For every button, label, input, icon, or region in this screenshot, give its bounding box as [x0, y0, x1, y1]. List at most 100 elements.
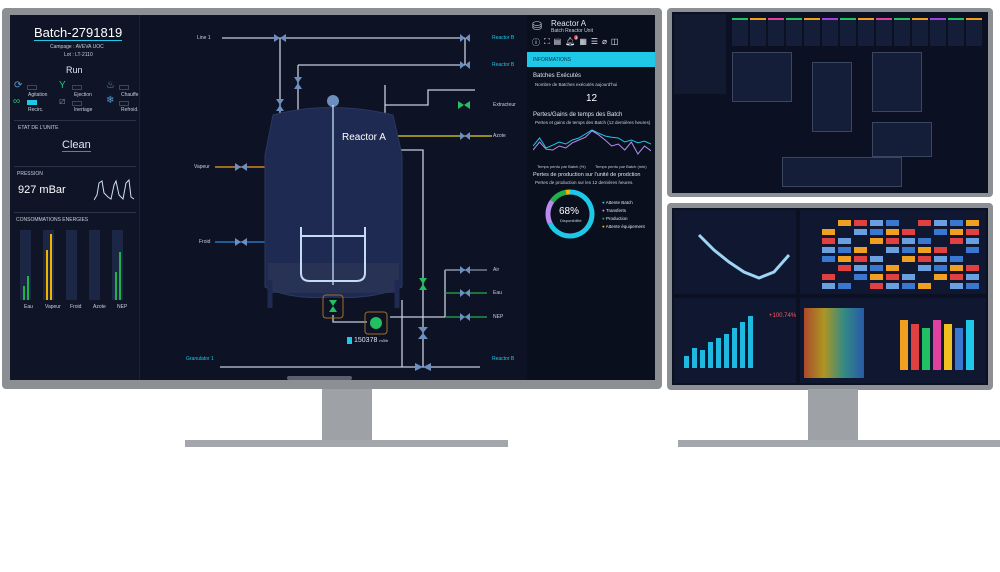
- unit-tile[interactable]: [894, 18, 910, 46]
- energy-label: CONSOMMATIONS ENERGIES: [16, 217, 89, 223]
- panel-subtitle: Batch Reactor Unit: [551, 28, 593, 34]
- valve-highlight: [322, 294, 344, 319]
- batches-value: 12: [586, 93, 598, 104]
- analytics-bar: [732, 328, 737, 368]
- gantt-block: [822, 283, 835, 289]
- batch-status: Run: [66, 65, 83, 75]
- secondary-base: [678, 440, 1000, 447]
- gantt-block: [838, 247, 851, 253]
- chart-icon[interactable]: ▦: [579, 37, 587, 46]
- loss-subtitle: Pertes et gains de temps des Batch (12 d…: [535, 120, 651, 125]
- label-reactor-b[interactable]: Reactor B: [492, 35, 515, 41]
- gantt-block: [822, 247, 835, 253]
- gantt-block: [886, 274, 899, 280]
- unit-tile[interactable]: [948, 18, 964, 46]
- unit-state: Clean: [62, 139, 91, 152]
- agitation-indicator: [27, 85, 37, 90]
- label-vapeur: Vapeur: [194, 164, 210, 170]
- unit-state-label: ETAT DE L'UNITE: [18, 125, 59, 131]
- analytics-bar: [740, 322, 745, 368]
- gantt-block: [934, 265, 947, 271]
- pressure-label: PRESSION: [17, 171, 43, 177]
- unit-tile[interactable]: [786, 18, 802, 46]
- unit-tile[interactable]: [840, 18, 856, 46]
- unit-card[interactable]: [812, 62, 852, 132]
- function-label: Refroid.: [121, 107, 139, 113]
- analytics-bar: [708, 342, 713, 368]
- gantt-block: [870, 265, 883, 271]
- focus-icon[interactable]: ⛶: [544, 37, 550, 46]
- gantt-block: [902, 229, 915, 235]
- unit-card[interactable]: [872, 122, 932, 157]
- gantt-block: [822, 238, 835, 244]
- unit-card[interactable]: [732, 52, 792, 102]
- legend-item: ● Attente équipement: [602, 224, 645, 229]
- gantt-block: [950, 256, 963, 262]
- unit-tile[interactable]: [966, 18, 982, 46]
- donut-slice: [550, 189, 567, 203]
- section-header[interactable]: INFORMATIONS: [527, 52, 655, 67]
- attachment-icon[interactable]: ⌀: [602, 37, 607, 46]
- loss-series: [533, 130, 651, 155]
- scrollbar[interactable]: [287, 376, 352, 380]
- bell-icon[interactable]: 🔔︎3: [565, 35, 579, 46]
- label-reactor-b[interactable]: Reactor B: [492, 356, 515, 362]
- gantt-block: [918, 238, 931, 244]
- gantt-block: [966, 265, 979, 271]
- energy-category: Froid: [70, 304, 82, 310]
- flow-meter-icon: [347, 337, 352, 344]
- gantt-block: [838, 238, 851, 244]
- loss-line-chart: [533, 129, 651, 155]
- divider: [14, 166, 136, 167]
- batch-title[interactable]: Batch-2791819: [34, 25, 123, 41]
- print-icon[interactable]: ▤: [553, 37, 562, 46]
- energy-track: [112, 230, 123, 300]
- inertage-indicator: [72, 101, 82, 106]
- gantt-block: [886, 238, 899, 244]
- unit-tile[interactable]: [750, 18, 766, 46]
- gantt-block: [870, 256, 883, 262]
- label-reactor-b[interactable]: Reactor B: [492, 62, 515, 68]
- loss-title: Pertes/Gains de temps des Batch: [533, 112, 623, 118]
- energy-category: Vapeur: [45, 304, 61, 310]
- info-icon[interactable]: ⓘ: [532, 38, 540, 47]
- gantt-block: [838, 283, 851, 289]
- gantt-block: [934, 247, 947, 253]
- label-eau: Eau: [493, 290, 502, 296]
- analytics-bar: [944, 324, 952, 370]
- pump-icon: [370, 317, 382, 329]
- unit-tile[interactable]: [768, 18, 784, 46]
- unit-tile[interactable]: [858, 18, 874, 46]
- gantt-block: [838, 265, 851, 271]
- energy-track: [43, 230, 54, 300]
- compare-icon[interactable]: ◫: [610, 37, 619, 46]
- function-label: Recirc.: [28, 107, 44, 113]
- gantt-block: [838, 256, 851, 262]
- gantt-block: [918, 220, 931, 226]
- unit-tile[interactable]: [732, 18, 748, 46]
- prod-subtitle: Pertes de production sur les 12 dernière…: [535, 180, 634, 185]
- gantt-block: [950, 265, 963, 271]
- unit-tile[interactable]: [804, 18, 820, 46]
- unit-tile[interactable]: [930, 18, 946, 46]
- analytics-bar: [933, 320, 941, 370]
- sliders-icon[interactable]: ☰: [590, 37, 599, 46]
- unit-tile[interactable]: [876, 18, 892, 46]
- main-screen: Batch-2791819 Campage : AVEVA UOC Lot : …: [10, 15, 655, 380]
- analytics-bar: [922, 328, 930, 370]
- gantt-block: [966, 283, 979, 289]
- unit-card[interactable]: [782, 157, 902, 187]
- unit-tile[interactable]: [822, 18, 838, 46]
- availability-value: 68%: [559, 206, 580, 217]
- gantt-block: [854, 274, 867, 280]
- agitation-icon: ⟳: [14, 80, 23, 91]
- snowflake-icon: ❄: [106, 95, 115, 106]
- label-granulator[interactable]: Granulator 1: [186, 356, 214, 362]
- unit-tile[interactable]: [912, 18, 928, 46]
- refroid-indicator: [119, 101, 129, 106]
- recirc-indicator: [27, 100, 37, 105]
- unit-card[interactable]: [872, 52, 922, 112]
- gantt-block: [902, 247, 915, 253]
- energy-track: [20, 230, 31, 300]
- energy-bar: [23, 286, 25, 300]
